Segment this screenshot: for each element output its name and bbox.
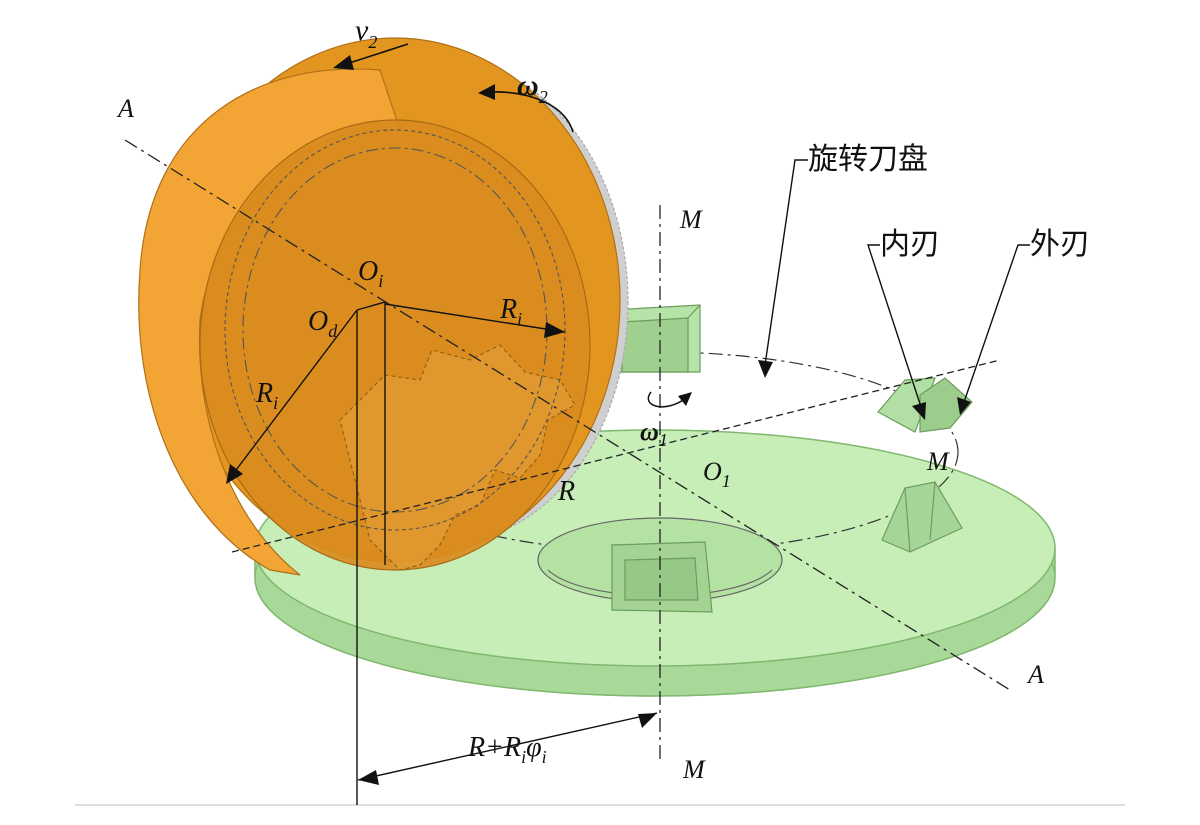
omega2-arrowhead bbox=[478, 84, 495, 100]
leader-inner-blade bbox=[867, 244, 923, 411]
label-omega1: ω1 bbox=[640, 417, 668, 450]
blade-right-lower bbox=[881, 481, 963, 553]
radius-Ri-top bbox=[384, 303, 566, 333]
label-M-top: M bbox=[679, 205, 703, 234]
blade-front bbox=[611, 541, 713, 613]
omega1-arrowhead bbox=[678, 392, 692, 406]
label-Od: Od bbox=[308, 306, 338, 341]
arrowheads bbox=[226, 322, 657, 785]
arrowhead-dim-right bbox=[638, 713, 657, 728]
gear-teeth bbox=[339, 344, 576, 571]
label-M-right: M bbox=[926, 447, 950, 476]
label-Ri-top: Ri bbox=[499, 294, 522, 329]
axes bbox=[124, 139, 1011, 760]
radius-Ri-left bbox=[229, 309, 358, 479]
callout-cutter-disk: 旋转刀盘 bbox=[808, 142, 928, 177]
label-formula: R+Riφi bbox=[467, 732, 547, 767]
label-Ri-left: Ri bbox=[255, 378, 278, 413]
axis-A bbox=[124, 139, 1011, 691]
gear bbox=[138, 37, 629, 576]
construction-lines bbox=[229, 301, 658, 805]
blade-right-upper bbox=[877, 377, 973, 433]
label-Oi: Oi bbox=[358, 256, 383, 291]
arrowhead-Ri-left bbox=[226, 464, 243, 484]
leader-outer-blade bbox=[962, 244, 1030, 406]
arrowhead-Ri-top bbox=[544, 322, 565, 338]
label-M-bottom: M bbox=[682, 755, 706, 784]
labels: A A M M M v2 ω2 ω1 Oi Od O1 Ri Ri R R bbox=[116, 14, 1090, 784]
dimension-line bbox=[357, 712, 658, 781]
callout-leaders bbox=[764, 159, 1030, 411]
callout-inner-blade: 内刃 bbox=[880, 227, 940, 262]
leader-cutter-disk bbox=[764, 159, 808, 366]
label-R: R bbox=[557, 476, 575, 507]
v2-arrowhead bbox=[333, 55, 354, 70]
gear-side-band bbox=[138, 68, 401, 576]
omega1-arrow bbox=[647, 391, 687, 408]
label-A-bottom: A bbox=[1026, 660, 1044, 689]
arrowhead-dim-left bbox=[358, 770, 379, 785]
blade-back bbox=[609, 304, 701, 373]
callout-arrowheads bbox=[758, 360, 971, 420]
gear-pitch-circle-1 bbox=[224, 129, 566, 531]
label-O1: O1 bbox=[703, 457, 731, 491]
label-v2: v2 bbox=[355, 14, 377, 52]
label-omega2: ω2 bbox=[517, 69, 548, 107]
callout-outer-blade: 外刃 bbox=[1030, 227, 1090, 262]
omega2-arrow bbox=[484, 91, 574, 133]
label-A-top: A bbox=[116, 94, 134, 123]
blades bbox=[609, 304, 973, 613]
